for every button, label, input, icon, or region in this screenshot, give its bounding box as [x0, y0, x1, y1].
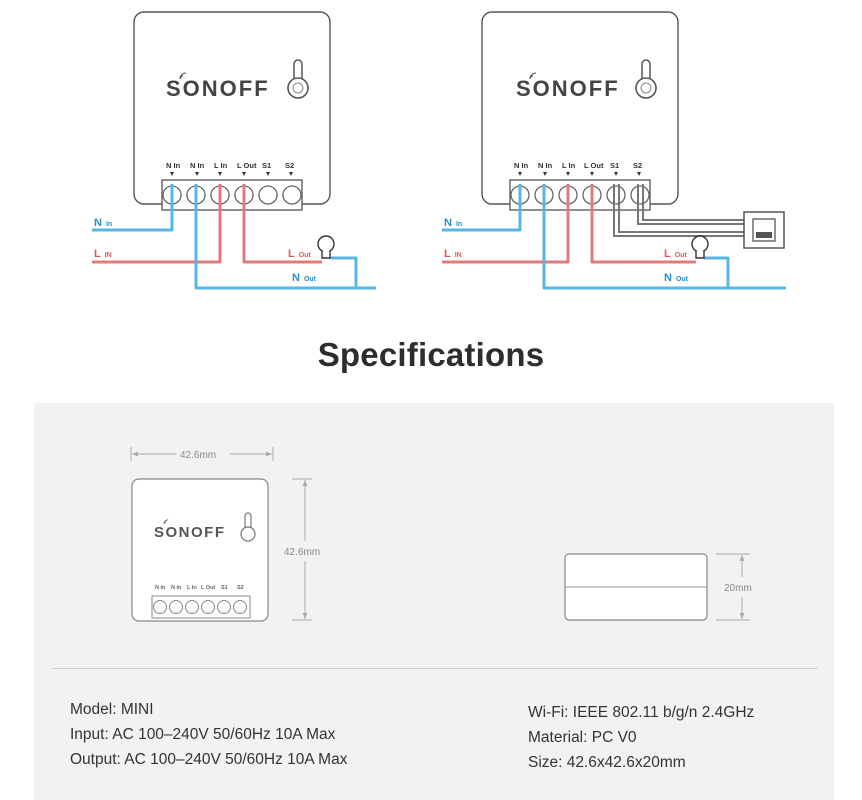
terminal-label: S1 — [610, 161, 619, 170]
wiring-diagrams: SONOFF N In N In L In L Out S1 S2 — [92, 11, 786, 290]
brand-logo: SONOFF — [516, 76, 620, 101]
device-body — [133, 11, 331, 205]
terminal-label: L In — [562, 161, 576, 170]
terminal-label: S1 — [262, 161, 271, 170]
dimension-width: 42.6mm — [180, 450, 216, 461]
device-body — [481, 11, 679, 205]
spec-output: Output: AC 100–240V 50/60Hz 10A Max — [70, 751, 348, 768]
button-icon — [635, 59, 657, 99]
wire-l-out — [590, 184, 696, 264]
section-title: Specifications — [317, 336, 545, 373]
terminal-block — [509, 179, 651, 211]
wire-lamp-neutral — [704, 256, 730, 288]
terminal-label: L In — [214, 161, 228, 170]
wire-lamp-neutral — [330, 256, 358, 288]
spec-material: Material: PC V0 — [528, 729, 637, 746]
button-icon — [240, 512, 256, 542]
diagram-with-switch: SONOFF N In N In L In L Out S1 S2 — [442, 11, 786, 290]
wire-l-in — [92, 184, 222, 264]
spec-input: Input: AC 100–240V 50/60Hz 10A Max — [70, 726, 336, 743]
terminal-label: S2 — [237, 585, 244, 591]
brand-logo: SONOFF — [166, 76, 270, 101]
terminal-screws — [510, 185, 650, 205]
dimension-drawings: 42.6mm 42.6mm SONOFF N In N In L In L Ou… — [130, 447, 752, 622]
wire-l-out — [242, 184, 322, 264]
terminal-label: N In — [155, 585, 166, 591]
divider — [52, 668, 818, 669]
terminal-block — [161, 179, 303, 211]
terminal-label: L Out — [201, 585, 215, 591]
dimension-depth: 20mm — [724, 583, 752, 594]
spec-wifi: Wi-Fi: IEEE 802.11 b/g/n 2.4GHz — [528, 704, 755, 721]
terminal-label: N In — [166, 161, 181, 170]
button-icon — [287, 59, 309, 99]
terminal-label: L Out — [237, 161, 257, 170]
terminal-label: N In — [514, 161, 529, 170]
specs-left: Model: MINI Input: AC 100–240V 50/60Hz 1… — [70, 697, 347, 772]
lamp-icon — [317, 235, 335, 259]
terminal-label: L Out — [584, 161, 604, 170]
terminal-label: S1 — [221, 585, 228, 591]
terminal-label: L In — [187, 585, 197, 591]
terminal-label: S2 — [633, 161, 642, 170]
spec-model: Model: MINI — [70, 701, 154, 718]
wire-s2 — [637, 184, 744, 225]
brand-logo: SONOFF — [154, 524, 226, 541]
terminal-labels: N In N In L In L Out S1 S2 — [166, 161, 294, 170]
device-front — [131, 478, 269, 622]
terminal-label: N In — [171, 585, 182, 591]
diagram-basic: SONOFF N In N In L In L Out S1 S2 — [92, 11, 376, 290]
terminal-labels: N In N In L In L Out S1 S2 — [514, 161, 642, 170]
dimension-height: 42.6mm — [284, 547, 320, 558]
terminal-screws — [153, 600, 247, 614]
wire-l-in — [442, 184, 570, 264]
spec-size: Size: 42.6x42.6x20mm — [528, 754, 686, 771]
terminal-label: S2 — [285, 161, 294, 170]
wire-n-in — [92, 184, 174, 232]
terminal-label: N In — [190, 161, 205, 170]
side-view: 20mm — [564, 553, 752, 621]
wall-switch-icon — [743, 211, 785, 249]
front-view: 42.6mm 42.6mm SONOFF N In N In L In L Ou… — [130, 447, 320, 622]
specs-right: Wi-Fi: IEEE 802.11 b/g/n 2.4GHz Material… — [528, 700, 754, 775]
wire-n-out — [542, 184, 786, 290]
terminal-label: N In — [538, 161, 553, 170]
wire-n-in — [442, 184, 522, 232]
wire-n-out — [194, 184, 376, 290]
lamp-icon — [691, 235, 709, 259]
